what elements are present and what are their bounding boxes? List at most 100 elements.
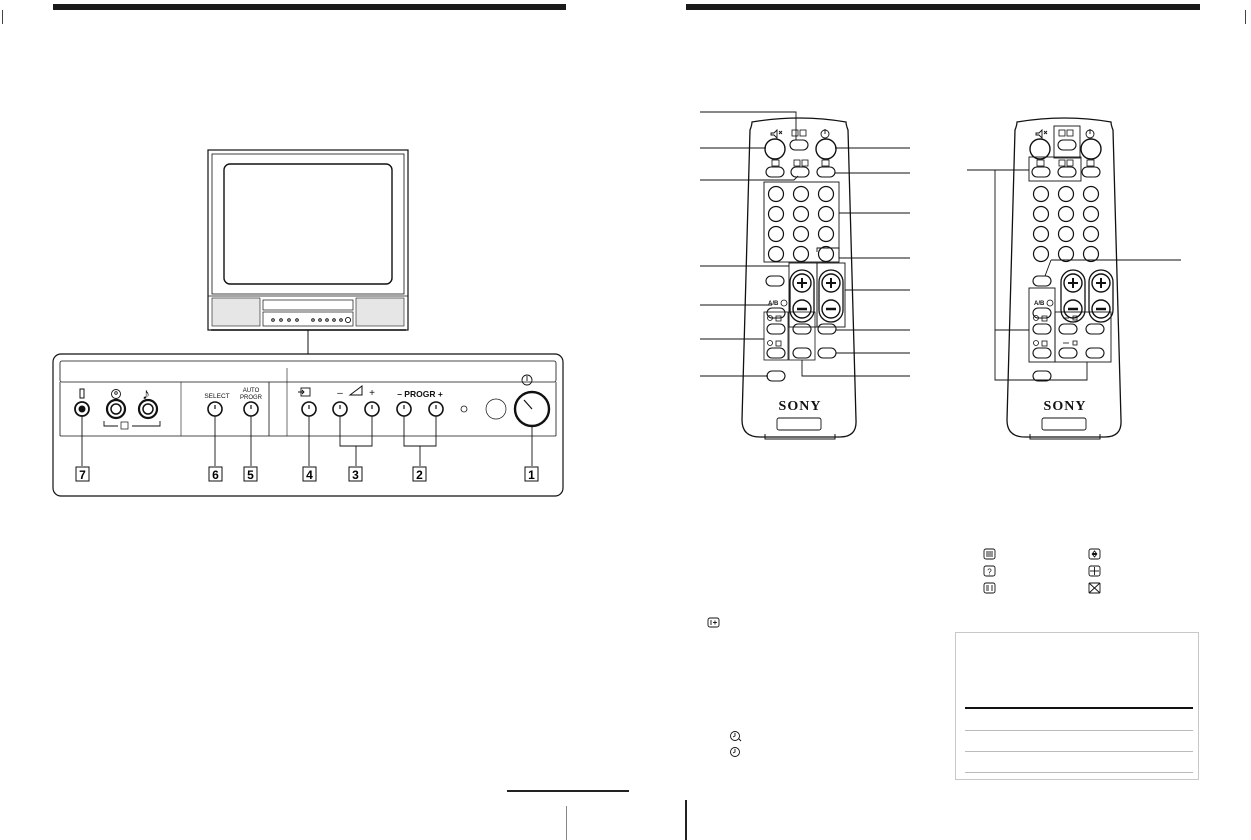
text-button-2[interactable] — [1031, 166, 1051, 178]
number-keys-2[interactable] — [1032, 185, 1100, 263]
input-select-key-2[interactable] — [1057, 166, 1077, 178]
standby-button[interactable] — [815, 138, 837, 160]
picture-mode-button-2[interactable] — [1085, 323, 1105, 335]
callout-3: 3 — [352, 468, 359, 482]
input-select-icon — [298, 387, 311, 397]
select-button[interactable] — [207, 401, 223, 417]
auto-progr-button[interactable] — [243, 401, 259, 417]
cancel-button-2[interactable] — [1032, 347, 1052, 359]
note-icon: ♪ — [142, 386, 150, 403]
remote-leader-lines — [700, 111, 910, 377]
callout-5: 5 — [247, 468, 254, 482]
volume-rocker-2[interactable] — [1059, 268, 1087, 324]
page-up-button[interactable] — [792, 323, 812, 335]
callout-boxes — [75, 466, 539, 482]
timer-icons — [767, 315, 782, 347]
picture-mode-button[interactable] — [817, 323, 837, 335]
callout-2: 2 — [416, 468, 423, 482]
table-row-rule — [965, 772, 1193, 773]
muting-icon-2 — [1035, 128, 1048, 140]
display-icons — [791, 129, 807, 137]
progr-label: – PROGR + — [397, 389, 443, 399]
remote-control-overview: A/B SONY — [700, 111, 910, 440]
select-label: SELECT — [204, 393, 229, 400]
callout-4: 4 — [306, 468, 313, 482]
volume-up-button[interactable] — [364, 401, 380, 417]
recall-button-2[interactable] — [1032, 275, 1052, 287]
standby-button-2[interactable] — [1080, 138, 1102, 160]
headphone-jack — [74, 388, 90, 417]
tv-set — [207, 149, 409, 354]
remote-control-teletext: A/B SONY — [967, 117, 1181, 440]
front-panel — [52, 353, 564, 497]
tv-mode-button-2[interactable] — [1057, 139, 1077, 151]
cancel-icon — [1088, 582, 1101, 594]
program-rocker-2[interactable] — [1087, 268, 1115, 324]
off-button-2[interactable] — [1032, 370, 1052, 382]
main-power-button[interactable] — [513, 390, 551, 428]
av-input-bracket — [103, 421, 161, 430]
input-icon — [793, 159, 809, 167]
text-mode-icon — [771, 159, 780, 167]
volume-rocker[interactable] — [788, 268, 816, 324]
table-header-rule — [965, 707, 1193, 709]
top-rule-left — [53, 4, 566, 10]
ab-icon — [780, 299, 788, 307]
power-icon — [521, 374, 533, 386]
auto-progr-label-1: AUTO — [243, 388, 260, 394]
muting-button[interactable] — [764, 138, 786, 160]
tv-icon — [821, 159, 830, 167]
callout-leaders — [81, 416, 533, 466]
page-down-button[interactable] — [792, 347, 812, 359]
right-page-edge — [1245, 10, 1246, 24]
remote-brand-2: SONY — [1044, 399, 1087, 414]
volume-plus-label: + — [369, 388, 375, 399]
sound-mode-button[interactable] — [817, 347, 837, 359]
muting-button-2[interactable] — [1029, 138, 1051, 160]
callout-6: 6 — [212, 468, 219, 482]
callout-1: 1 — [528, 468, 535, 482]
text-icon — [983, 548, 996, 560]
standby-icon-2 — [1085, 129, 1095, 139]
number-keys[interactable] — [767, 185, 835, 263]
recall-button[interactable] — [765, 275, 785, 287]
tv-mode-button[interactable] — [789, 139, 809, 151]
callout-7: 7 — [79, 468, 86, 482]
ab-label-2: A/B — [1034, 301, 1045, 307]
info-box — [955, 632, 1199, 780]
page-down-button-2[interactable] — [1058, 347, 1078, 359]
remote2-leader-lines — [967, 169, 1181, 381]
teletext-symbol-list: ? — [983, 548, 1101, 594]
hold-icon — [1088, 565, 1101, 577]
sleep-timer-button[interactable] — [766, 323, 786, 335]
svg-text:?: ? — [987, 568, 992, 577]
volume-minus-label: – — [337, 388, 343, 399]
sleep-timer-button-2[interactable] — [1032, 323, 1052, 335]
input-select-key[interactable] — [790, 166, 810, 178]
remote-body — [741, 117, 857, 438]
volume-down-button[interactable] — [332, 401, 348, 417]
tv-front-panel-illustration: ♪ SELECT AUTO PROGR – + – PROGR + — [52, 149, 564, 497]
text-button[interactable] — [765, 166, 785, 178]
gutter-line — [685, 800, 687, 840]
program-rocker[interactable] — [817, 268, 845, 324]
remote-brand: SONY — [779, 399, 822, 414]
tv-key-2[interactable] — [1081, 166, 1101, 178]
tv-key[interactable] — [816, 166, 836, 178]
sound-mode-button-2[interactable] — [1085, 347, 1105, 359]
standby-icon — [820, 129, 830, 139]
enlarge-icon — [1088, 548, 1101, 560]
video-input-jack — [105, 389, 127, 420]
muting-icon — [770, 128, 783, 140]
footer-rule — [507, 790, 629, 792]
left-page-edge — [2, 10, 3, 24]
page-up-button-2[interactable] — [1058, 323, 1078, 335]
input-select-button[interactable] — [301, 401, 317, 417]
progr-up-button[interactable] — [428, 401, 444, 417]
standby-indicator — [460, 405, 468, 413]
off-button[interactable] — [766, 370, 786, 382]
remote-sensor — [485, 398, 507, 420]
progr-down-button[interactable] — [396, 401, 412, 417]
cancel-button[interactable] — [766, 347, 786, 359]
volume-icon — [348, 385, 363, 396]
